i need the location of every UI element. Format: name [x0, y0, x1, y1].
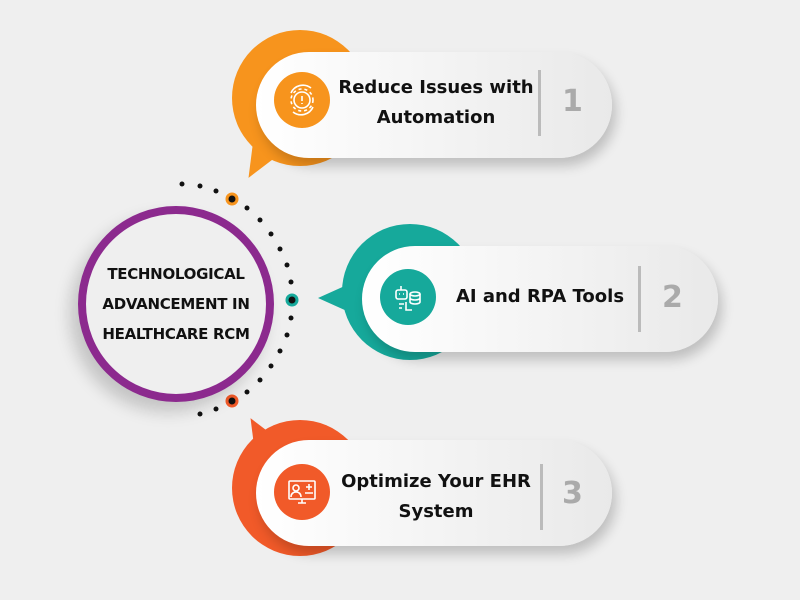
arc-dot: [284, 332, 290, 338]
arc-dot: [257, 217, 263, 223]
connector-dot: [225, 192, 239, 206]
arc-dot: [197, 183, 203, 189]
arc-dot: [284, 262, 290, 268]
arc-dot: [288, 315, 294, 321]
divider: [538, 70, 541, 136]
step-label: Reduce Issues with Automation: [338, 77, 534, 128]
arc-dot: [277, 348, 283, 354]
divider: [540, 464, 543, 530]
connector-dot: [225, 394, 239, 408]
hub-title: TECHNOLOGICAL ADVANCEMENT IN HEALTHCARE …: [102, 265, 250, 343]
robot-database-icon: [380, 269, 436, 325]
arc-dot: [213, 406, 219, 412]
step-label: AI and RPA Tools: [455, 286, 625, 307]
divider: [638, 266, 641, 332]
connector-dot: [285, 293, 299, 307]
arc-dot: [244, 205, 250, 211]
arc-dot: [288, 279, 294, 285]
step-label: Optimize Your EHR System: [341, 471, 531, 522]
arc-dot: [197, 411, 203, 417]
step-number: 2: [662, 280, 683, 315]
arc-dot: [213, 188, 219, 194]
step-number: 3: [562, 476, 583, 511]
arc-dot: [268, 363, 274, 369]
arc-dot: [179, 181, 185, 187]
doctor-monitor-icon: [274, 464, 330, 520]
arc-dot: [277, 246, 283, 252]
arc-dot: [257, 377, 263, 383]
step-number: 1: [562, 84, 583, 119]
arc-dot: [244, 389, 250, 395]
gear-alert-icon: [274, 72, 330, 128]
central-hub-circle: TECHNOLOGICAL ADVANCEMENT IN HEALTHCARE …: [78, 206, 274, 402]
arc-dot: [268, 231, 274, 237]
